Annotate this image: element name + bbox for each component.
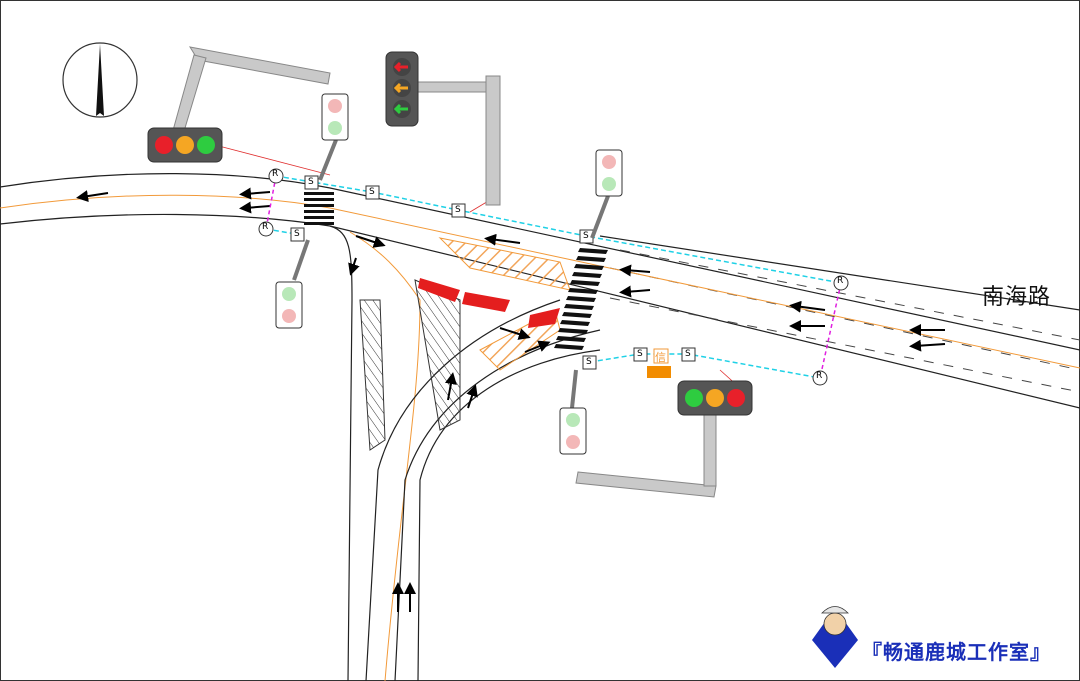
signal-cabinet [653,348,669,364]
sensor-label: S [455,205,461,215]
radar-label: R [837,276,844,286]
radar-marker [258,168,849,386]
channelizing-islands [359,237,571,451]
signal-poles [171,46,717,498]
north-arrow-icon [62,42,138,118]
sensor-label: S [369,187,375,197]
radar-links [265,175,842,379]
sensor-label: S [294,229,300,239]
radar-label: R [262,222,269,232]
radar-label: R [272,169,279,179]
signal-cabinet-label: 信 [655,351,666,364]
sensor-label: S [637,349,643,359]
vehicle-signal-east [677,380,753,416]
traffic-police-mascot-icon [812,606,858,668]
crosswalk-west [304,192,334,225]
arrow-signal-icon [385,51,419,127]
radar-label: R [816,371,823,381]
vehicle-signal-west [147,127,223,163]
road-name-label: 南海路 [982,285,1052,310]
sensor-marker [290,175,696,370]
sensor-label: S [586,357,592,367]
main-road [0,173,1080,409]
cabinet-base [647,366,671,378]
sensor-label: S [308,177,314,187]
sensor-label: S [583,231,589,241]
lane-arrows [76,187,946,612]
lane-markings [609,249,1080,393]
studio-label: 『畅通鹿城工作室』 [862,640,1051,664]
crosswalk-east [554,248,608,350]
sensor-label: S [685,349,691,359]
